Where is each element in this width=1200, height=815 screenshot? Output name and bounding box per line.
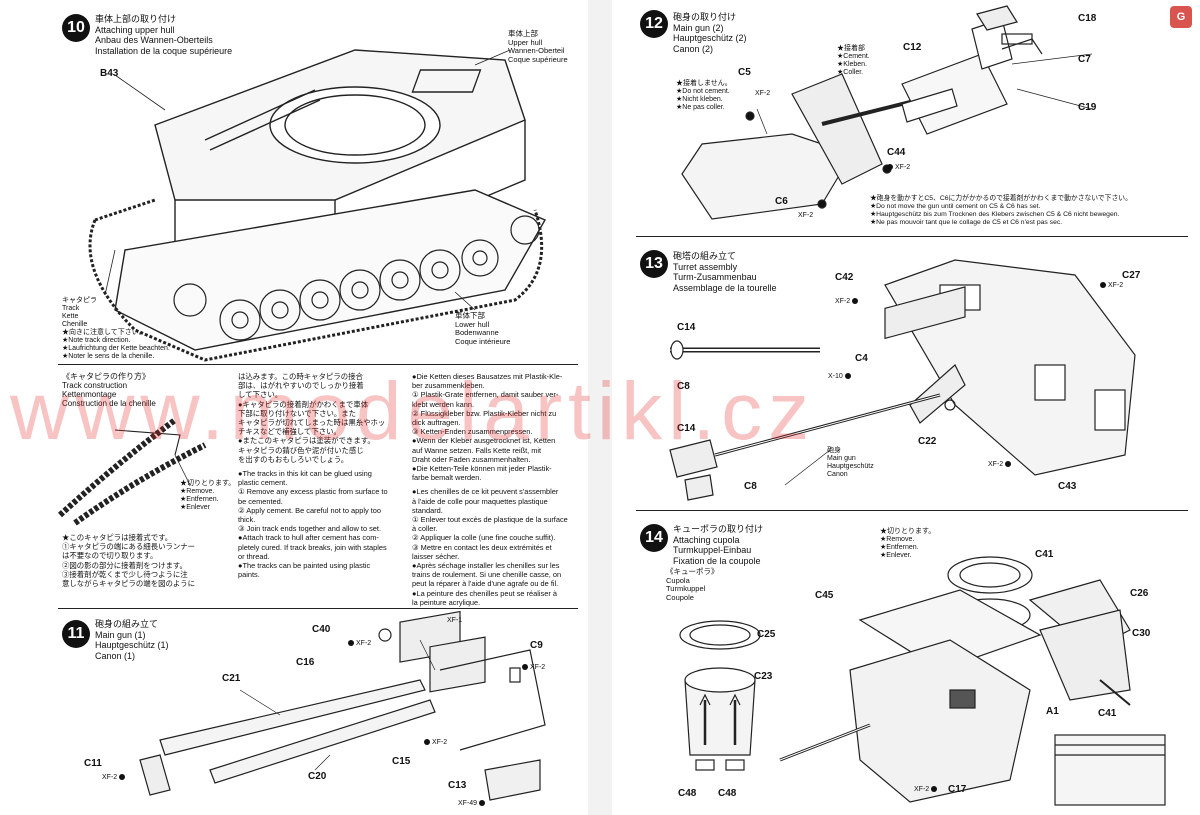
paint-xf2-s12c: XF-2 (798, 212, 814, 219)
paint-xf2-c: XF-2 (424, 739, 447, 747)
step-10-heading: 車体上部の取り付け Attaching upper hull Anbau des… (95, 14, 232, 56)
paint-xf49: XF-49 (458, 800, 487, 808)
part-c4: C4 (855, 353, 868, 364)
part-c9: C9 (530, 640, 543, 651)
putty-x10: X-10 (828, 373, 853, 381)
divider-step12 (636, 236, 1188, 237)
track-instructions-jp: ★このキャタピラは接着式です。 ①キャタピラの端にある細長いランナー は不要なの… (62, 533, 196, 589)
part-c8-b: C8 (744, 481, 757, 492)
paint-xf1: XF-1 (447, 617, 463, 624)
part-c42: C42 (835, 272, 854, 283)
part-c40: C40 (312, 624, 331, 635)
track-instructions-col3: ●Die Ketten dieses Bausatzes mit Plastik… (412, 372, 568, 607)
paint-xf2-s13c: XF-2 (988, 461, 1013, 469)
gun-footnote: ★砲身を動かすとC5、C6に力がかかるので接着剤がかわくまで動かさないで下さい。… (870, 195, 1132, 226)
part-a1: A1 (1046, 706, 1059, 717)
part-c14-a: C14 (677, 322, 696, 333)
divider-track (58, 608, 578, 609)
step-12-number: 12 (640, 10, 668, 38)
part-b43: B43 (100, 68, 119, 79)
part-c20: C20 (308, 771, 327, 782)
track-construction-heading: 《キャタピラの作り方》 Track construction Kettenmon… (62, 372, 156, 408)
track-construction-drawing (57, 417, 207, 526)
part-c12: C12 (903, 42, 922, 53)
turret-assembly-drawing (669, 259, 1136, 501)
part-c43: C43 (1058, 481, 1077, 492)
upper-hull-tank-drawing (88, 49, 546, 362)
paint-xf2-s13a: XF-2 (1100, 282, 1123, 290)
step-13-number: 13 (640, 250, 668, 278)
part-c27: C27 (1122, 270, 1141, 281)
part-c17: C17 (948, 784, 967, 795)
paint-xf2-d: XF-2 (102, 774, 127, 782)
page-gutter (588, 0, 612, 815)
part-c16: C16 (296, 657, 315, 668)
part-c8-a: C8 (677, 381, 690, 392)
step-10-number: 10 (62, 14, 90, 42)
part-c22: C22 (918, 436, 937, 447)
part-c48-a: C48 (678, 788, 697, 799)
part-c14-b: C14 (677, 423, 696, 434)
part-c7: C7 (1078, 54, 1091, 65)
cupola-cut-note: ★切りとります。★Remove. ★Entfernen.★Enlever. (880, 528, 936, 559)
paint-xf2-b: XF-2 (522, 664, 545, 672)
step-10-title-fr: Installation de la coque supérieure (95, 45, 233, 56)
part-c21: C21 (222, 673, 241, 684)
main-gun-1-drawing (139, 610, 546, 801)
step-10-title-jp: 車体上部の取り付け (95, 14, 177, 24)
part-c13: C13 (448, 780, 467, 791)
divider-step10 (58, 364, 578, 365)
part-c44: C44 (887, 147, 906, 158)
part-c41-b: C41 (1098, 708, 1117, 719)
part-c6: C6 (775, 196, 788, 207)
no-cement-note: ★接着しません。★Do not cement. ★Nicht kleben.★N… (676, 80, 732, 111)
part-c23: C23 (754, 671, 773, 682)
paint-xf2-s12b: XF-2 (887, 164, 910, 172)
part-c19: C19 (1078, 102, 1097, 113)
part-c5: C5 (738, 67, 751, 78)
part-c45: C45 (815, 590, 834, 601)
step-11-number: 11 (62, 620, 90, 648)
step-10-title-de: Anbau des Wannen-Oberteils (95, 35, 213, 45)
part-c18: C18 (1078, 13, 1097, 24)
paint-xf2-s14: XF-2 (914, 786, 939, 794)
step-10-title-en: Attaching upper hull (95, 24, 175, 35)
part-c30: C30 (1132, 628, 1151, 639)
paint-xf2-a: XF-2 (348, 640, 371, 648)
part-c26: C26 (1130, 588, 1149, 599)
part-c48-b: C48 (718, 788, 737, 799)
cupola-drawing (679, 556, 1166, 806)
part-c41-a: C41 (1035, 549, 1054, 560)
track-instructions-col2: は込みます。この時キャタピラの接合 部は、はがれやすいのでしっかり接着 して下さ… (238, 372, 388, 580)
step-14-number: 14 (640, 524, 668, 552)
track-cut-note: ★切りとります。 ★Remove. ★Entfernen. ★Enlever (180, 480, 236, 511)
paint-xf2-s12a: XF-2 (755, 90, 771, 97)
cement-note: ★接着部★Cement. ★Kleben.★Coller. (837, 45, 870, 76)
corner-badge: G (1170, 6, 1192, 28)
paint-xf2-s13b: XF-2 (835, 298, 860, 306)
part-c11: C11 (84, 758, 102, 769)
divider-step13 (636, 510, 1188, 511)
part-c25: C25 (757, 629, 776, 640)
main-gun-2-drawing (681, 5, 1093, 220)
part-c15: C15 (392, 756, 411, 767)
